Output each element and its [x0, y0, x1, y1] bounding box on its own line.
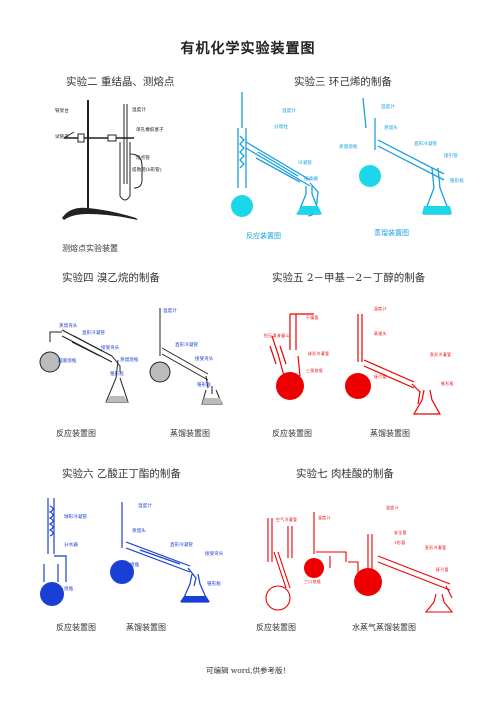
label-thermometer: 温度计	[138, 504, 152, 509]
label-flask: 烧瓶	[64, 587, 74, 592]
label-conical-flask: 锥形瓶	[450, 179, 464, 184]
label-distillation-head: 蒸馏头	[132, 529, 146, 534]
butyl-acetate-apparatus-figure	[40, 498, 210, 606]
label-straight-condenser: 直形冷凝管	[414, 142, 437, 147]
melting-point-apparatus-figure	[62, 100, 143, 220]
label-distillation-bend: 蒸馏弯头	[59, 324, 78, 329]
label-thermometer: 温度计	[163, 309, 177, 314]
exp5-heading: 实验五 2－甲基－2－丁醇的制备	[272, 272, 426, 284]
label-three-neck-flask: 三口烧瓶	[304, 579, 322, 584]
label-receiving-bend: 接受弯头	[101, 346, 120, 351]
exp2-heading: 实验二 重结晶、测熔点	[66, 76, 175, 88]
exp4-heading: 实验四 溴乙烷的制备	[62, 272, 160, 284]
methyl-butanol-apparatus-figure	[269, 313, 442, 415]
label-straight-condenser: 直形冷凝管	[430, 352, 452, 357]
label-t-tube: T形管	[394, 540, 406, 545]
label-test-tube-clamp: 试管夹	[55, 135, 69, 140]
label-distillation-flask: 蒸馏烧瓶	[339, 145, 358, 150]
label-dropping-funnel: 恒压滴液漏斗	[264, 333, 290, 338]
label-conical-flask: 锥形瓶	[110, 372, 124, 377]
label-melting-tube: 熔点管	[136, 156, 150, 161]
label-thermometer: 温度计	[386, 505, 399, 510]
exp4-caption-left: 反应装置图	[56, 429, 96, 438]
exp3-heading: 实验三 环己烯的制备	[294, 76, 392, 88]
label-distillation-head: 蒸馏头	[384, 126, 398, 131]
label-round-flask: 圆底烧瓶	[58, 359, 77, 364]
exp3-caption-right: 蒸馏装置图	[374, 229, 409, 237]
cinnamic-acid-apparatus-figure	[265, 512, 454, 613]
label-water-separator: 分水器	[64, 543, 78, 548]
exp7-heading: 实验七 肉桂酸的制备	[296, 468, 394, 480]
label-flask: 烧瓶	[130, 563, 140, 568]
label-adapter: 接引管	[444, 154, 458, 159]
label-thermometer: 温度计	[282, 109, 296, 114]
label-thermometer: 温度计	[318, 515, 331, 520]
label-reflux-condenser: 球形冷凝管	[308, 351, 330, 356]
label-receiving-bend: 接受弯头	[195, 357, 214, 362]
label-straight-condenser: 直形冷凝管	[425, 545, 447, 550]
label-thermometer: 温度计	[132, 108, 146, 113]
exp5-caption-right: 蒸馏装置图	[370, 429, 410, 438]
label-fractionating-column: 分馏柱	[274, 125, 288, 130]
label-thermometer: 温度计	[381, 105, 395, 110]
label-safety-tube: 安全管	[394, 530, 407, 535]
label-reflux-condenser: 球形冷凝管	[64, 515, 87, 520]
label-conical-flask: 锥形瓶	[197, 383, 211, 388]
exp6-caption-left: 反应装置图	[56, 623, 96, 632]
label-straight-condenser: 直形冷凝管	[175, 343, 198, 348]
label-straight-condenser: 直形冷凝管	[170, 543, 193, 548]
label-distillation-flask: 蒸馏烧瓶	[120, 358, 139, 363]
label-iron-stand: 铁架台	[55, 109, 69, 114]
label-three-neck-flask: 三颈烧瓶	[306, 368, 324, 373]
label-drying-tube: 干燥管	[306, 315, 319, 320]
page-title: 有机化学实验装置图	[180, 41, 316, 57]
exp7-caption-left: 反应装置图	[256, 623, 296, 632]
label-air-condenser: 空气冷凝管	[276, 517, 298, 522]
exp7-caption-right: 水蒸气蒸馏装置图	[352, 623, 416, 632]
label-condenser: 冷凝管	[298, 161, 312, 166]
footer-note: 可编辑 word,供参考版！	[205, 666, 291, 675]
label-receiver: 接收器	[304, 177, 318, 182]
exp6-caption-right: 蒸馏装置图	[126, 623, 166, 632]
label-receiving-bend: 接受弯头	[205, 552, 224, 557]
label-adapter: 接引管	[374, 374, 387, 379]
label-single-hole-stopper: 单孔橡胶塞子	[136, 128, 164, 133]
label-distillation-head: 蒸馏头	[374, 331, 387, 336]
label-adapter: 接引管	[436, 567, 449, 572]
label-straight-condenser: 直形冷凝管	[82, 331, 105, 336]
label-thiele-tube: 提勒管(b形管)	[132, 168, 162, 173]
label-thermometer: 温度计	[374, 306, 387, 311]
exp3-caption-left: 反应装置图	[246, 232, 281, 240]
exp4-caption-right: 蒸馏装置图	[170, 429, 210, 438]
exp5-caption-left: 反应装置图	[272, 429, 312, 438]
exp6-heading: 实验六 乙酸正丁酯的制备	[62, 468, 181, 480]
ethyl-bromide-apparatus-figure	[39, 308, 223, 405]
label-conical-flask: 锥形瓶	[207, 582, 221, 587]
exp2-caption: 测熔点实验装置	[62, 244, 118, 253]
label-conical-flask: 锥形瓶	[441, 381, 454, 386]
cyclohexene-apparatus-figure	[231, 92, 452, 217]
